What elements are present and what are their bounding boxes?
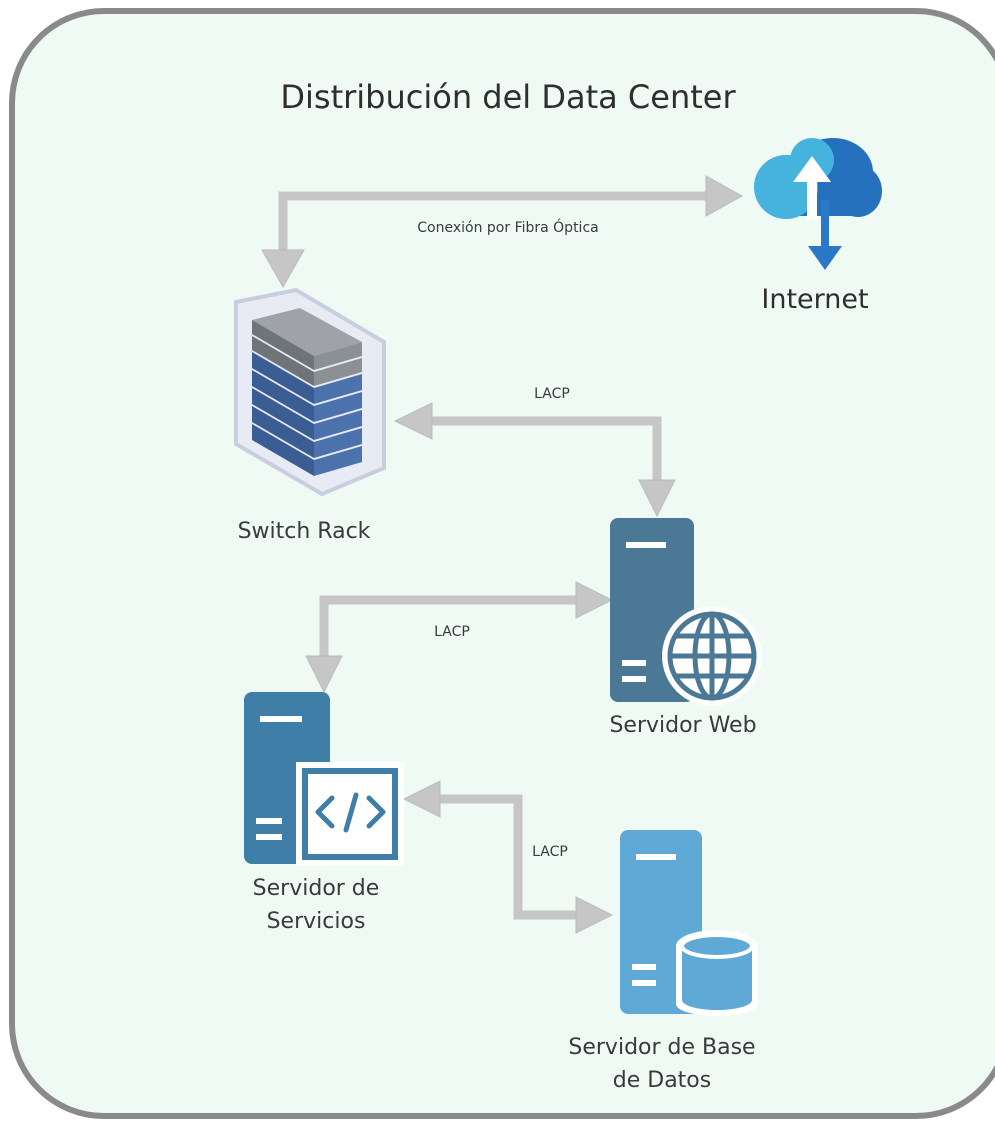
- edge-label-lacp-3: LACP: [532, 844, 568, 860]
- edge-switch-internet: [261, 175, 744, 289]
- switch-rack-icon: [234, 287, 386, 497]
- edge-switch-web: [393, 402, 676, 518]
- diagram-title: Distribución del Data Center: [280, 78, 736, 116]
- edge-web-services: [305, 581, 614, 694]
- cloud-icon: [754, 138, 882, 270]
- database-server-icon: [620, 830, 758, 1016]
- edge-label-lacp-2: LACP: [434, 624, 470, 640]
- internet-label: Internet: [761, 284, 868, 315]
- switch-rack-label: Switch Rack: [238, 519, 371, 544]
- edge-label-lacp-1: LACP: [534, 386, 570, 402]
- edge-label-fibra: Conexión por Fibra Óptica: [417, 218, 598, 236]
- services-server-label-1: Servidor de: [253, 876, 380, 901]
- database-icon: [680, 933, 754, 1010]
- web-server-label: Servidor Web: [609, 713, 756, 738]
- db-server-label-2: de Datos: [613, 1068, 711, 1093]
- services-server-label-2: Servicios: [267, 909, 366, 934]
- globe-icon: [667, 611, 757, 701]
- db-server-label-1: Servidor de Base: [568, 1035, 755, 1060]
- edge-services-db: [402, 780, 614, 934]
- services-server-icon: [244, 692, 404, 866]
- web-server-icon: [610, 518, 762, 706]
- code-icon: [315, 792, 386, 833]
